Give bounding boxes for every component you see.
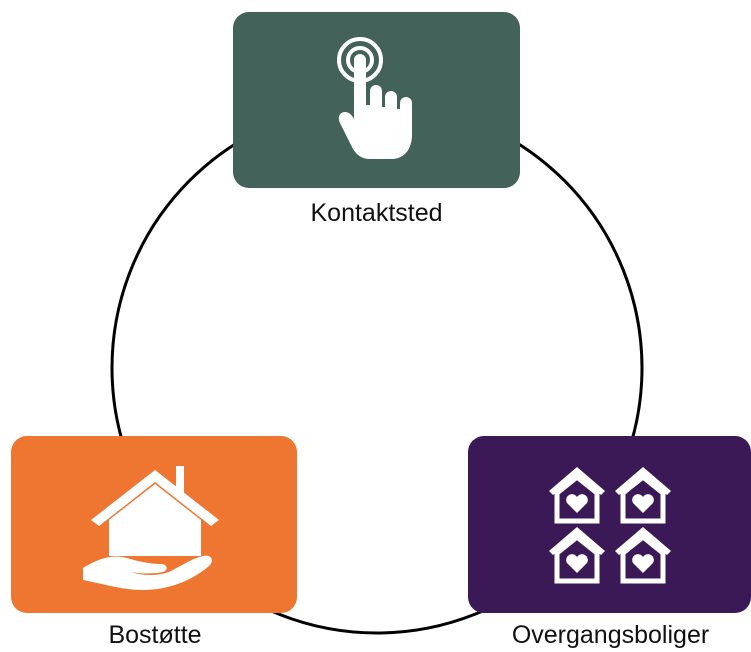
node-housing-tile (468, 436, 751, 613)
touch-hand-icon (336, 37, 412, 159)
heart-houses-icon (545, 465, 675, 585)
node-contact-tile (233, 12, 520, 188)
node-housing-label: Overgangsboliger (511, 621, 710, 649)
house-in-hand-icon (83, 465, 219, 590)
node-support-tile (11, 436, 297, 613)
node-support-label: Bostøtte (108, 621, 202, 649)
node-contact-label: Kontaktsted (310, 199, 443, 227)
